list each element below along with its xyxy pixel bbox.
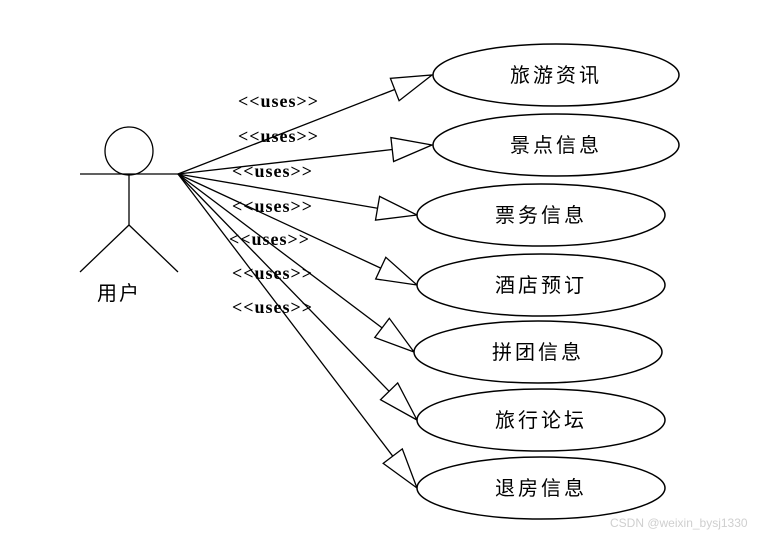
actor-head xyxy=(104,126,154,176)
uses-connector-line xyxy=(177,148,393,175)
uses-connector-line xyxy=(177,173,394,457)
uses-label: <<uses>> xyxy=(232,297,313,317)
actor-right-leg xyxy=(128,224,179,273)
arrowhead-triangle xyxy=(373,317,416,354)
uses-labels: <<uses>> <<uses>> <<uses>> <<uses>> <<uses>>… xyxy=(229,91,319,317)
arrowhead-triangle xyxy=(379,381,419,422)
use-case-label: 退房信息 xyxy=(495,476,587,500)
uses-connector-line xyxy=(177,88,395,175)
actor-label: 用户 xyxy=(97,281,141,305)
use-case-ellipse xyxy=(432,43,680,107)
uses-connector-line xyxy=(177,173,390,392)
actor-stick-figure: 用户 xyxy=(79,126,179,305)
use-case-ellipse xyxy=(416,456,666,520)
uses-label: <<uses>> xyxy=(232,196,313,216)
uses-label: <<uses>> xyxy=(238,126,319,146)
arrowhead-triangle xyxy=(390,136,435,163)
use-case-label: 旅游资讯 xyxy=(510,63,602,87)
arrowhead-triangle xyxy=(389,74,435,102)
arrowhead-triangle xyxy=(374,195,420,221)
uses-connector-line xyxy=(177,173,378,209)
use-case-ellipse xyxy=(416,388,666,452)
watermark: CSDN @weixin_bysj1330 xyxy=(610,516,748,530)
arrowhead-triangle xyxy=(382,447,419,490)
uses-connector-line xyxy=(177,173,383,329)
uses-label: <<uses>> xyxy=(232,263,313,283)
uses-label: <<uses>> xyxy=(238,91,319,111)
uses-connector-line xyxy=(177,173,381,269)
use-case-label: 旅行论坛 xyxy=(495,408,587,432)
use-case-label: 酒店预订 xyxy=(495,273,587,297)
arrowhead-triangle xyxy=(374,256,420,286)
uses-label: <<uses>> xyxy=(229,229,310,249)
use-case-label: 景点信息 xyxy=(510,133,602,157)
use-case-ellipse xyxy=(432,113,680,177)
use-case-ellipse xyxy=(413,320,663,384)
uses-label: <<uses>> xyxy=(232,161,313,181)
uses-connectors xyxy=(177,74,435,490)
use-case-ellipse xyxy=(416,183,666,247)
use-case-label: 拼团信息 xyxy=(492,340,584,364)
use-case-ellipse xyxy=(416,253,666,317)
use-case-label: 票务信息 xyxy=(495,203,587,227)
actor-left-leg xyxy=(79,224,130,273)
